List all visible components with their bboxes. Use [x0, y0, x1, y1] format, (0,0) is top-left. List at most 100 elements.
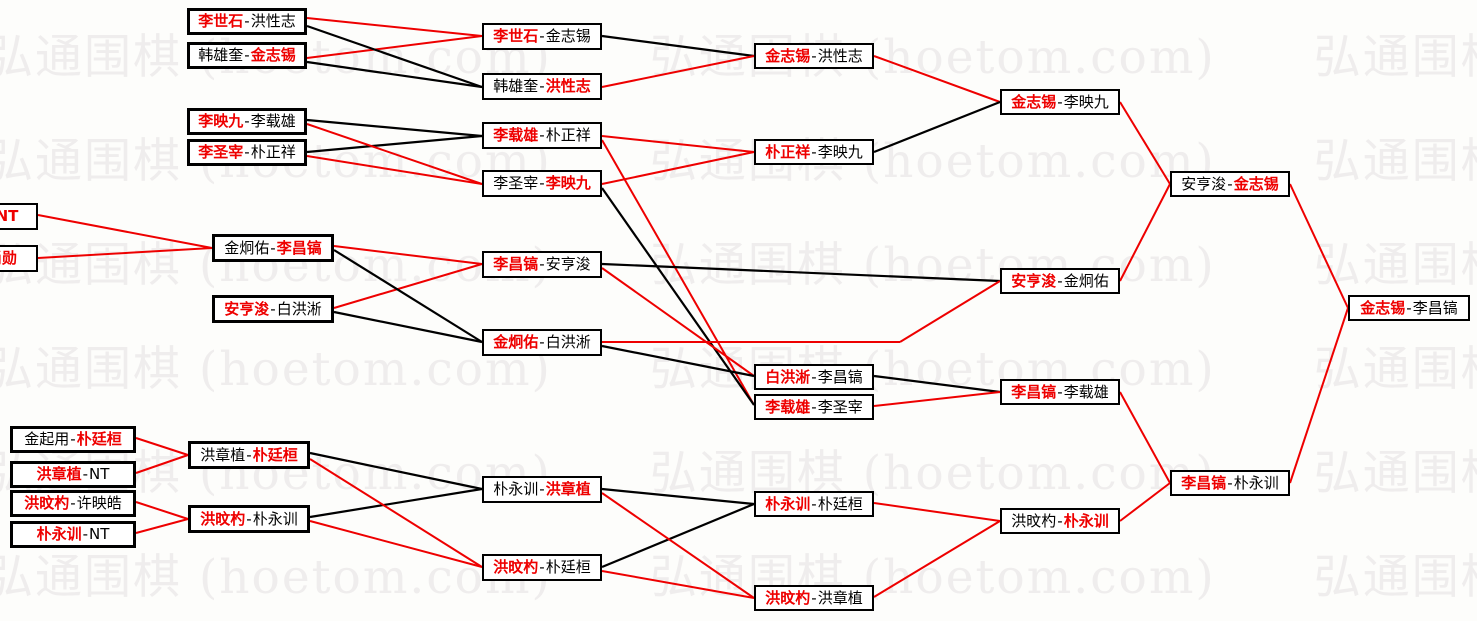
match-box-jinjiongyou-baihongxi[interactable]: 金炯佑-白洪淅 — [482, 329, 602, 356]
line-r3m3-to-r4m2 — [601, 135, 755, 153]
match-box-jinzhixi-hongxingzhi[interactable]: 金志锡-洪性志 — [754, 43, 874, 69]
player-left: 朴永训 — [765, 494, 811, 513]
match-box-final-jinzhixi-lichanghao[interactable]: 金志锡-李昌镐 — [1348, 295, 1470, 321]
line-r3m8-to-r4m7 — [601, 570, 755, 599]
match-box-lichanghao-anhengjun[interactable]: 李昌镐-安亨浚 — [482, 251, 602, 278]
separator: - — [811, 142, 817, 161]
line-r3m6b-to-r4m3 — [899, 280, 1001, 343]
player-right: 李映九 — [545, 174, 591, 192]
player-right: 许映皓 — [76, 494, 122, 512]
match-box-lizaixiong-lishengzai[interactable]: 李载雄-李圣宰 — [754, 394, 874, 420]
line-r2m2-to-r3m1 — [306, 35, 483, 59]
separator: - — [539, 333, 545, 351]
player-right: 朴永训 — [1233, 473, 1279, 492]
separator: - — [539, 27, 545, 45]
separator: - — [1057, 92, 1063, 111]
player-left: 李昌镐 — [493, 255, 539, 273]
match-box-puyongxun-puttinghuan[interactable]: 朴永训-朴廷桓 — [754, 491, 874, 517]
player-right: 洪性志 — [817, 46, 863, 65]
separator: - — [811, 46, 817, 65]
line-r2m8-to-r3m8 — [309, 520, 483, 568]
match-box-lishengzai-puzhengxiang[interactable]: 李圣宰-朴正祥 — [187, 139, 307, 166]
line-r2m3-to-r3m3 — [306, 118, 483, 138]
player-right: 李映九 — [817, 142, 863, 161]
separator: - — [82, 465, 89, 483]
player-right: 李映九 — [1063, 92, 1109, 111]
match-box-hongminbiao-puyongxun[interactable]: 洪旼杓-朴永训 — [1000, 508, 1120, 534]
separator: - — [70, 494, 76, 512]
match-box-lichanghao-lizaixiong[interactable]: 李昌镐-李载雄 — [1000, 379, 1120, 405]
line-r1m4-to-r2m7 — [135, 454, 189, 474]
match-box-lishishi-hongxingzhi[interactable]: 李世石-洪性志 — [187, 8, 307, 35]
player-left: 洪旼杓 — [1011, 511, 1057, 530]
line-r6m1-to-final — [1289, 183, 1349, 309]
match-box-anhengjun-baihongxi[interactable]: 安亨浚-白洪淅 — [212, 295, 334, 323]
line-r2m1-to-r3m1 — [306, 17, 483, 37]
match-box-hongminbiao-hongzhangzhi[interactable]: 洪旼杓-洪章植 — [754, 585, 874, 611]
player-right: 李载雄 — [1063, 382, 1109, 401]
player-left: 金炯佑 — [493, 333, 539, 351]
separator: - — [539, 255, 545, 273]
player-left: 李世石 — [493, 27, 539, 45]
player-right: 朴廷桓 — [545, 558, 591, 576]
match-box-hongzhangzhi-puttinghuan[interactable]: 洪章植-朴廷桓 — [188, 441, 310, 469]
match-box-jinzhixi-liyingjiu[interactable]: 金志锡-李映九 — [1000, 89, 1120, 115]
match-box-hongzhangzhi-nt[interactable]: 洪章植-NT — [10, 461, 136, 488]
player-right: 李昌镐 — [1412, 298, 1458, 317]
line-r5m2-to-r6m1 — [1119, 183, 1171, 282]
line-r4m1-to-r5m1 — [873, 55, 1001, 103]
match-box-puyongxun-hongzhangzhi[interactable]: 朴永训-洪章植 — [482, 476, 602, 503]
line-r2m5-to-r3m6 — [333, 249, 483, 343]
match-box-lizaixiong-puzhengxiang[interactable]: 李载雄-朴正祥 — [482, 122, 602, 149]
match-box-puyongxun-nt[interactable]: 朴永训-NT — [10, 521, 136, 548]
match-box-hanxiongkui-jinzhixi[interactable]: 韩雄奎-金志锡 — [187, 42, 307, 69]
match-box-hongminbiao-puyongxun[interactable]: 洪旼杓-朴永训 — [188, 505, 310, 533]
match-box-lishishi-jinzhixi[interactable]: 李世石-金志锡 — [482, 23, 602, 50]
player-left: 洪章植 — [200, 445, 246, 464]
player-left: 安亨浚 — [1011, 271, 1057, 290]
line-r3m2-to-r4m1 — [601, 55, 755, 88]
separator: - — [811, 494, 817, 513]
player-left: 朴永训 — [493, 480, 539, 498]
match-box-lichanghao-puyongxun[interactable]: 李昌镐-朴永训 — [1170, 470, 1290, 496]
match-box-hanxiongkui-hongxingzhi[interactable]: 韩雄奎-洪性志 — [482, 73, 602, 100]
player-left: 金起用 — [24, 430, 70, 448]
separator: - — [539, 77, 545, 95]
player-right: 金志锡 — [1233, 174, 1279, 193]
line-r2m6-to-r3m6 — [333, 310, 483, 344]
player-right: NT — [89, 525, 110, 543]
line-r3m5-to-r4m3 — [601, 262, 1001, 283]
match-box-jinjiongyou-lichanghao[interactable]: 金炯佑-李昌镐 — [212, 234, 334, 262]
line-r4m6-to-r5m3 — [873, 391, 1001, 407]
line-r3m7-to-r4m4 — [601, 487, 755, 506]
match-box-anhengjun-jinzhixi[interactable]: 安亨浚-金志锡 — [1170, 171, 1290, 197]
separator: - — [1057, 382, 1063, 401]
line-nt-to-r2m5 — [37, 214, 213, 249]
match-box-jinqiyong-puttinghuan[interactable]: 金起用-朴廷桓 — [10, 426, 136, 453]
match-box-shangxun[interactable]: 尚勋 — [0, 245, 38, 272]
separator: - — [82, 525, 89, 543]
line-r4m4-to-r5m4 — [873, 520, 1001, 598]
player-left: 朴正祥 — [765, 142, 811, 161]
match-box-puzhengxiang-liyingjiu[interactable]: 朴正祥-李映九 — [754, 139, 874, 165]
match-box-anhengjun-jinjiongyou[interactable]: 安亨浚-金炯佑 — [1000, 268, 1120, 294]
line-r2m7-to-r3m8 — [309, 458, 483, 568]
player-right: 白洪淅 — [276, 299, 322, 318]
match-box-hongminbiao-xuyinghao[interactable]: 洪旼杓-许映皓 — [10, 490, 136, 517]
match-box-lishengzai-liyingjiu[interactable]: 李圣宰-李映九 — [482, 170, 602, 197]
player-right: 洪性志 — [250, 12, 296, 30]
match-box-hongminbiao-puttinghuan[interactable]: 洪旼杓-朴廷桓 — [482, 554, 602, 581]
match-box-liyingjiu-lizaixiong[interactable]: 李映九-李载雄 — [187, 108, 307, 135]
separator: - — [539, 174, 545, 192]
match-box-nt-top[interactable]: NT — [0, 203, 38, 230]
separator: - — [539, 480, 545, 498]
player-left: 洪旼杓 — [200, 509, 246, 528]
line-r3m4-to-r4m6 — [601, 187, 755, 406]
player-left: 安亨浚 — [224, 299, 270, 318]
player-right: 朴廷桓 — [252, 445, 298, 464]
match-box-baihongxi-lichanghao[interactable]: 白洪淅-李昌镐 — [754, 364, 874, 390]
separator: - — [270, 299, 276, 318]
line-r2m4-to-r3m4 — [306, 155, 483, 185]
player-right: 金炯佑 — [1063, 271, 1109, 290]
